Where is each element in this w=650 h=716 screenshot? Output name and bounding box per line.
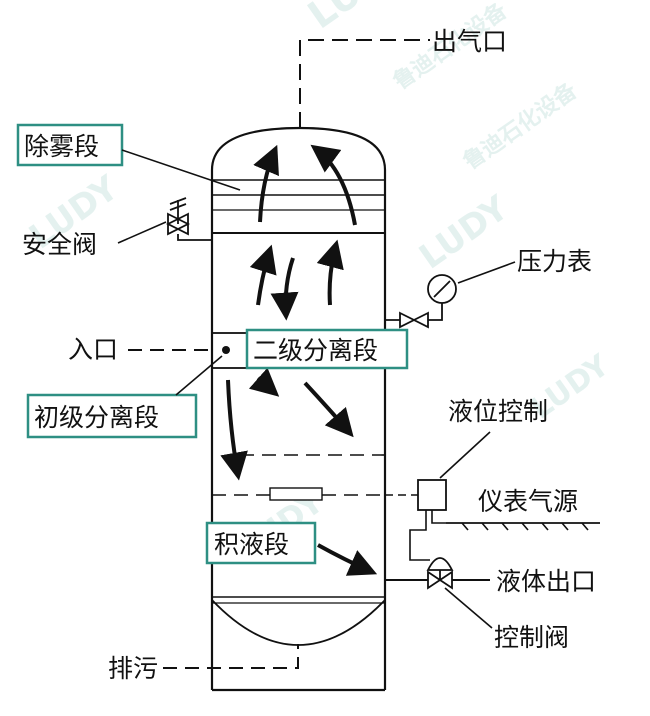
label-mist-section: 除雾段: [24, 132, 99, 161]
box-primary-separation: [26, 393, 198, 439]
leader-safety-valve: [117, 221, 167, 244]
label-instrument-air: 仪表气源: [478, 487, 578, 516]
label-safety-valve: 安全阀: [22, 230, 97, 259]
control-valve-icon: [426, 557, 454, 590]
gas-outlet-line: [299, 39, 430, 128]
watermark: LUDY LUDY LUDY LUDY LUDY 鲁迪石化设备 鲁迪石化设备: [22, 0, 617, 567]
box-secondary-separation: [245, 328, 409, 370]
label-drain: 排污: [108, 654, 158, 683]
vessel: [210, 126, 387, 692]
svg-text:鲁迪石化设备: 鲁迪石化设备: [458, 77, 583, 175]
label-control-valve: 控制阀: [494, 623, 569, 652]
leader-control-valve: [444, 587, 493, 629]
safety-valve-icon: [165, 197, 212, 241]
watermark-brand: LUDY: [300, 0, 416, 37]
level-controller-icon: [417, 479, 447, 511]
label-liquid-accumulation: 积液段: [214, 530, 289, 559]
pressure-gauge-icon: [385, 274, 457, 329]
leader-pressure-gauge: [457, 261, 516, 284]
box-mist-section: [16, 123, 124, 167]
label-liquid-outlet: 液体出口: [496, 567, 596, 596]
leader-mist: [121, 149, 241, 191]
drain-line: [163, 644, 299, 669]
label-gas-outlet: 出气口: [432, 27, 507, 56]
leader-level-control: [439, 431, 491, 479]
box-liquid-accumulation: [205, 521, 317, 565]
svg-text:LUDY: LUDY: [412, 188, 516, 277]
inlet-dot: [222, 346, 230, 354]
level-float: [269, 487, 323, 501]
flow-arrows: [220, 144, 378, 576]
label-primary-separation: 初级分离段: [34, 403, 159, 432]
leader-primary: [175, 355, 223, 396]
label-secondary-separation: 二级分离段: [253, 336, 378, 365]
label-level-control: 液位控制: [448, 397, 548, 426]
label-inlet: 入口: [68, 335, 118, 364]
label-pressure-gauge: 压力表: [517, 247, 592, 276]
